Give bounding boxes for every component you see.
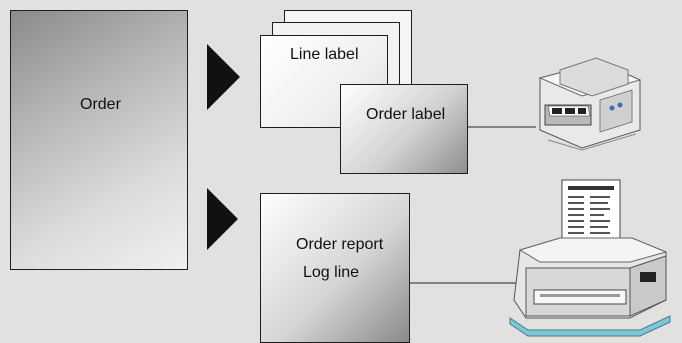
order-text: Order	[80, 96, 121, 113]
order-label-card	[340, 84, 468, 174]
log-line-text: Log line	[303, 264, 360, 281]
line-label-text: Line label	[290, 46, 359, 63]
order-label-text: Order label	[366, 106, 446, 123]
order-report-sheet	[260, 193, 410, 343]
arrow-bottom-icon	[207, 188, 238, 250]
arrow-top-icon	[207, 44, 240, 110]
order-box	[10, 10, 188, 270]
order-report-text: Order report	[296, 236, 384, 253]
